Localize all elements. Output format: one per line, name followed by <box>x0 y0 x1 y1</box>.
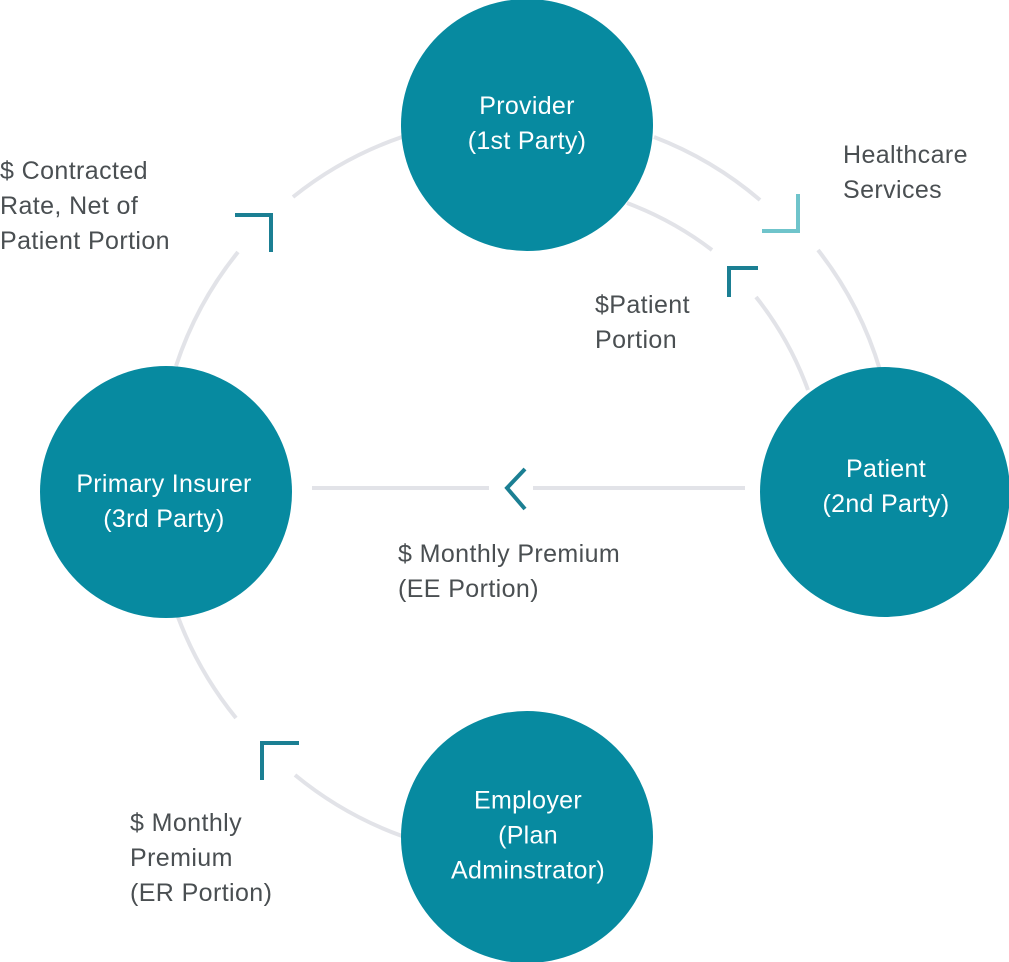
flow-label-line: $ Contracted <box>0 157 148 185</box>
node-label-line: Adminstrator) <box>451 856 605 885</box>
node-employer-label: Employer (Plan Adminstrator) <box>451 784 605 889</box>
connector-employer-lower <box>293 773 403 838</box>
connector-insurer-employer <box>176 616 238 720</box>
corner-arrow-icon <box>727 266 758 297</box>
connector-provider-patient-outer-lower <box>816 248 882 371</box>
node-label-line: (1st Party) <box>467 127 587 155</box>
flow-label-line: Premium <box>130 844 233 872</box>
flow-label-healthcare-services: Healthcare Services <box>843 138 968 208</box>
flow-label-line: Rate, Net of <box>0 192 139 220</box>
node-insurer-label: Primary Insurer (3rd Party) <box>76 467 251 537</box>
flow-label-line: (EE Portion) <box>398 575 539 603</box>
flow-label-monthly-premium-ee: $ Monthly Premium (EE Portion) <box>398 537 620 607</box>
connector-patient-provider-inner-lower <box>754 295 810 391</box>
connector-insurer-provider-upper <box>291 135 403 199</box>
flow-label-contracted-rate: $ Contracted Rate, Net of Patient Portio… <box>0 154 170 259</box>
flow-label-line: $Patient <box>595 291 690 319</box>
connector-patient-provider-inner <box>626 201 714 252</box>
node-label-line: Primary Insurer <box>76 470 252 498</box>
flow-label-monthly-premium-er: $ Monthly Premium (ER Portion) <box>130 806 272 911</box>
node-patient-label: Patient (2nd Party) <box>823 452 950 522</box>
node-label-line: (2nd Party) <box>822 490 950 518</box>
corner-arrow-icon <box>260 741 299 780</box>
node-label-line: (Plan <box>498 821 558 850</box>
node-insurer <box>40 366 292 618</box>
connector-provider-patient-outer <box>653 135 762 202</box>
flow-label-line: (ER Portion) <box>130 879 273 907</box>
flow-label-line: $ Monthly <box>130 809 242 837</box>
node-label-line: Employer <box>474 786 582 815</box>
node-label-line: (3rd Party) <box>103 505 225 533</box>
flow-label-line: $ Monthly Premium <box>398 540 621 568</box>
flow-label-line: Healthcare <box>843 141 968 169</box>
corner-arrow-icon <box>762 194 800 233</box>
node-label-line: Patient <box>846 455 926 483</box>
flow-label-line: Patient Portion <box>0 227 170 255</box>
connector-insurer-provider <box>174 250 240 367</box>
node-provider-label: Provider (1st Party) <box>468 89 587 159</box>
corner-arrow-icon <box>235 213 273 252</box>
node-label-line: Provider <box>479 92 575 120</box>
flow-label-line: Services <box>843 176 943 204</box>
node-provider <box>401 0 653 251</box>
node-employer <box>401 711 653 962</box>
node-patient <box>760 367 1009 617</box>
flow-label-line: Portion <box>595 326 678 354</box>
flow-label-patient-portion: $Patient Portion <box>595 288 690 358</box>
chevron-left-icon <box>504 467 527 511</box>
